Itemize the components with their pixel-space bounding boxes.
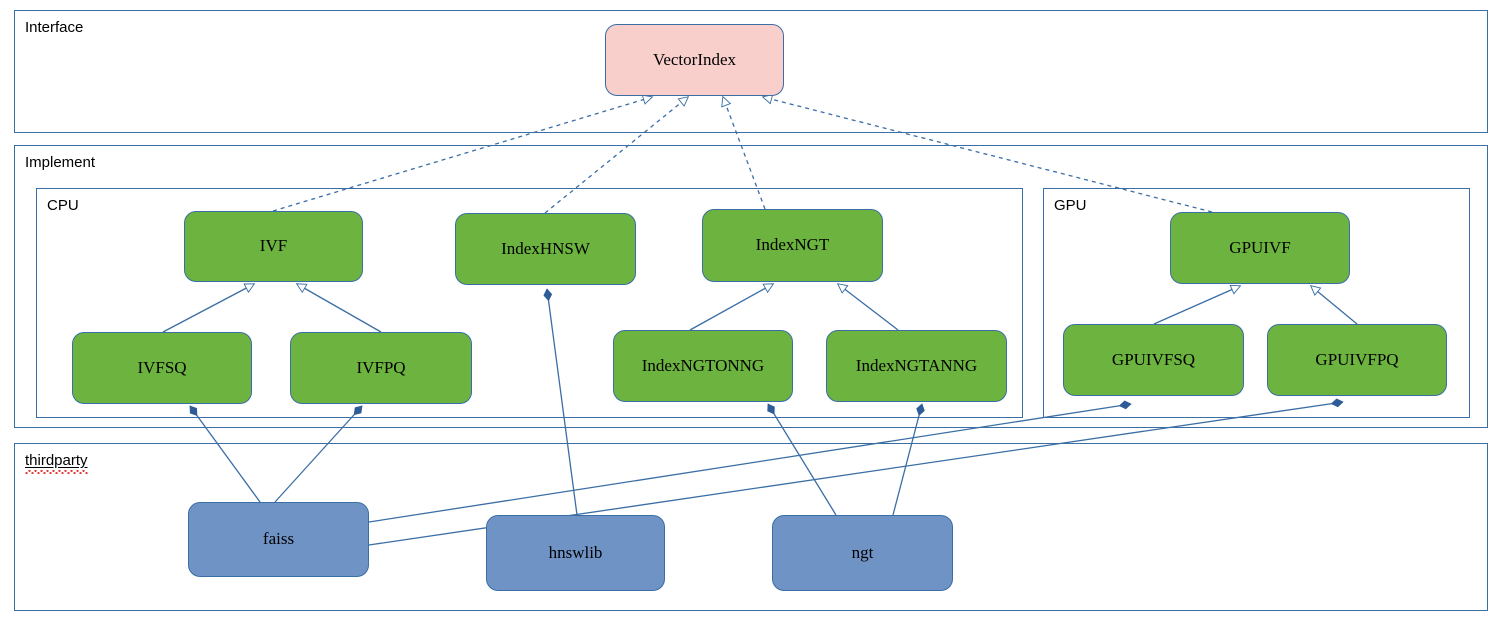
node-gpuivfpq[interactable]: GPUIVFPQ [1267, 324, 1447, 396]
node-label-indexhnsw: IndexHNSW [501, 238, 590, 258]
node-hnswlib[interactable]: hnswlib [486, 515, 665, 591]
node-gpuivfsq[interactable]: GPUIVFSQ [1063, 324, 1244, 396]
node-ivfpq[interactable]: IVFPQ [290, 332, 472, 404]
node-faiss[interactable]: faiss [188, 502, 369, 577]
node-label-vectorindex: VectorIndex [652, 49, 737, 69]
group-label-interface: Interface [25, 19, 84, 36]
group-label-cpu: CPU [47, 197, 79, 214]
node-label-ivf: IVF [259, 236, 288, 256]
node-indexngt[interactable]: IndexNGT [702, 209, 883, 282]
node-label-ivfsq: IVFSQ [137, 357, 187, 377]
node-label-gpuivf: GPUIVF [1229, 237, 1291, 257]
node-vectorindex[interactable]: VectorIndex [605, 24, 784, 96]
node-ngt[interactable]: ngt [772, 515, 953, 591]
node-ivfsq[interactable]: IVFSQ [72, 332, 252, 404]
node-label-indexngtanng: IndexNGTANNG [855, 355, 978, 375]
node-indexngtanng[interactable]: IndexNGTANNG [826, 330, 1007, 402]
group-label-thirdparty: thirdparty [25, 452, 88, 474]
node-gpuivf[interactable]: GPUIVF [1170, 212, 1350, 284]
node-indexngtonng[interactable]: IndexNGTONNG [613, 330, 793, 402]
node-label-gpuivfpq: GPUIVFPQ [1315, 349, 1399, 369]
node-label-faiss: faiss [262, 529, 295, 549]
node-label-indexngtonng: IndexNGTONNG [641, 355, 765, 375]
node-ivf[interactable]: IVF [184, 211, 363, 282]
node-label-ivfpq: IVFPQ [356, 357, 406, 377]
node-indexhnsw[interactable]: IndexHNSW [455, 213, 636, 285]
group-label-gpu: GPU [1054, 197, 1087, 214]
node-label-indexngt: IndexNGT [755, 235, 830, 255]
node-label-ngt: ngt [851, 542, 874, 562]
group-label-implement: Implement [25, 154, 96, 171]
node-label-hnswlib: hnswlib [548, 542, 603, 562]
node-label-gpuivfsq: GPUIVFSQ [1111, 349, 1196, 369]
